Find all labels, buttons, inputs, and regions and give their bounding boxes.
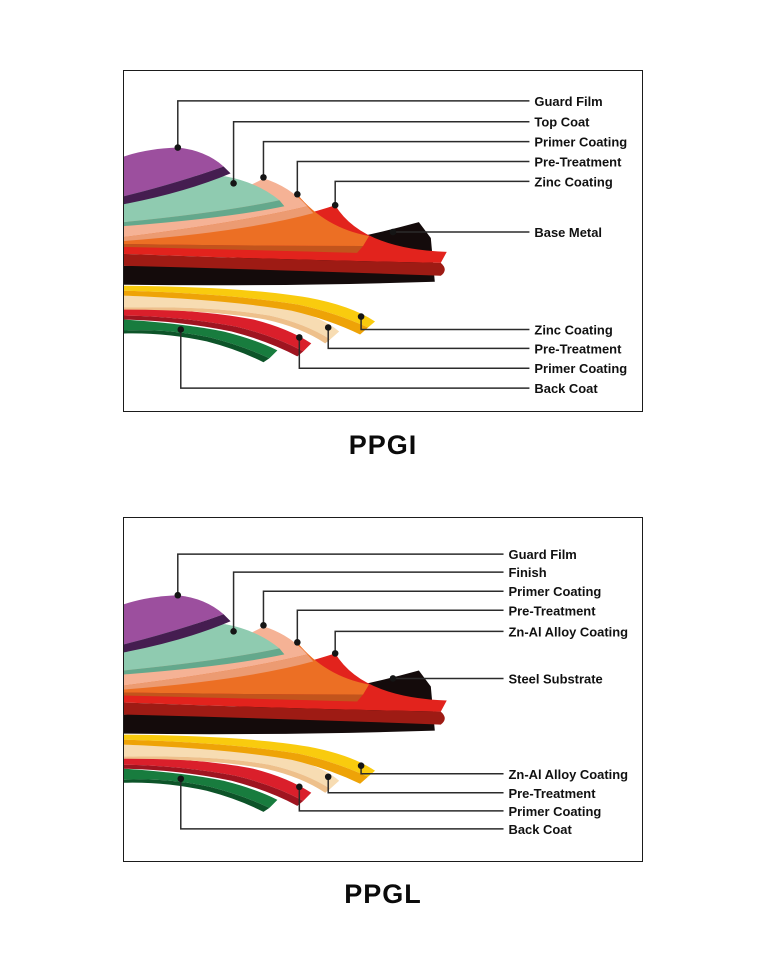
layer-pre-treatment-bottom-edge (124, 307, 331, 344)
label-ppgi-top-4: Zinc Coating (534, 174, 612, 189)
layer-metal-coating-bottom-face (124, 285, 376, 328)
leader-line (296, 160, 530, 195)
leader-line (177, 553, 504, 596)
label-ppgl-top-4: Zn-Al Alloy Coating (509, 624, 629, 639)
leader-line (232, 571, 504, 632)
label-ppgi-top-2: Primer Coating (534, 135, 627, 150)
layer-back-coat-face (124, 319, 278, 359)
label-ppgi-bottom-2: Primer Coating (534, 361, 627, 376)
label-ppgl-top-0: Guard Film (509, 547, 577, 562)
layer-guard-film-edge (124, 166, 231, 205)
label-ppgl-bottom-2: Primer Coating (509, 804, 602, 819)
leader-line (298, 786, 504, 812)
label-ppgi-bottom-1: Pre-Treatment (534, 341, 622, 356)
leader-dot (177, 775, 185, 783)
leader-dot (177, 326, 185, 333)
leader-dot (331, 201, 339, 209)
layer-metal-coating-bottom-edge (124, 739, 369, 784)
label-ppgi-bottom-3: Back Coat (534, 381, 598, 396)
layer-guard-film-edge (124, 614, 231, 653)
leader-dot (294, 639, 301, 646)
label-ppgl-bottom-1: Pre-Treatment (509, 786, 597, 801)
label-ppgl-bottom-0: Zn-Al Alloy Coating (509, 767, 629, 782)
leader-line (296, 609, 504, 643)
leader-dot (296, 334, 303, 341)
leader-dot (296, 783, 303, 791)
label-ppgl-top-5: Steel Substrate (509, 671, 603, 686)
leader-dot (357, 313, 365, 320)
layer-primer-coating-bottom-face (124, 756, 312, 801)
layer-pre-treatment-bottom-edge (124, 756, 331, 793)
leader-line (298, 337, 530, 369)
layer-primer-coating-bottom-edge (124, 764, 304, 806)
leader-line (262, 140, 530, 178)
leader-dot (389, 228, 397, 236)
label-ppgi-top-3: Pre-Treatment (534, 154, 622, 169)
layer-pre-treatment-edge (124, 692, 364, 702)
layer-guard-film-face (124, 147, 224, 197)
label-ppgi-bottom-0: Zinc Coating (534, 322, 612, 337)
leader-dot (174, 591, 182, 599)
leader-line (180, 778, 504, 830)
leader-dot (230, 628, 237, 635)
layer-top-finish-coat-edge (124, 648, 285, 675)
ppgi-title: PPGI (348, 430, 418, 460)
layer-metal-coating-bottom-face (124, 734, 376, 777)
label-ppgl-top-1: Finish (509, 565, 547, 580)
leader-line (360, 316, 530, 331)
layer-top-finish-coat-edge (124, 200, 285, 227)
label-ppgl-top-3: Pre-Treatment (509, 603, 597, 618)
layer-primer-coating-edge (124, 654, 314, 690)
leader-dot (331, 650, 339, 657)
leader-dot (389, 675, 397, 682)
layer-metal-coating-top-edge (124, 253, 445, 276)
layer-back-coat-face (124, 768, 278, 808)
layer-pre-treatment-bottom-face (124, 744, 340, 789)
leader-line (232, 120, 530, 184)
leader-dot (230, 180, 237, 187)
label-ppgi-top-1: Top Coat (534, 115, 590, 130)
leader-line (327, 327, 530, 350)
leader-line (180, 329, 530, 389)
leader-line (334, 630, 504, 654)
leader-line (177, 100, 530, 148)
layer-back-coat-edge (124, 330, 270, 363)
label-ppgl-bottom-3: Back Coat (509, 822, 573, 837)
leader-dot (357, 762, 365, 770)
layer-pre-treatment-bottom-face (124, 295, 340, 340)
leader-dot (324, 324, 332, 331)
label-ppgl-top-2: Primer Coating (509, 584, 602, 599)
leader-line (262, 590, 504, 626)
layer-back-coat-edge (124, 779, 270, 812)
leader-line (360, 765, 504, 775)
leader-dot (294, 190, 301, 198)
leader-dot (324, 773, 332, 781)
layer-primer-coating-edge (124, 206, 314, 241)
layer-primer-coating-bottom-edge (124, 315, 304, 357)
leader-dot (260, 174, 267, 181)
label-ppgi-top-0: Guard Film (534, 94, 602, 109)
layer-metal-coating-top-edge (124, 702, 445, 725)
leader-line (334, 180, 530, 206)
ppgl-title: PPGL (344, 879, 422, 909)
layer-guard-film-face (124, 595, 224, 645)
layer-primer-coating-bottom-face (124, 307, 312, 352)
leader-line (327, 776, 504, 794)
layer-metal-coating-bottom-edge (124, 290, 369, 335)
leader-dot (174, 144, 182, 151)
label-ppgi-top-5: Base Metal (534, 225, 602, 240)
layer-pre-treatment-edge (124, 243, 364, 253)
leader-dot (260, 622, 267, 629)
